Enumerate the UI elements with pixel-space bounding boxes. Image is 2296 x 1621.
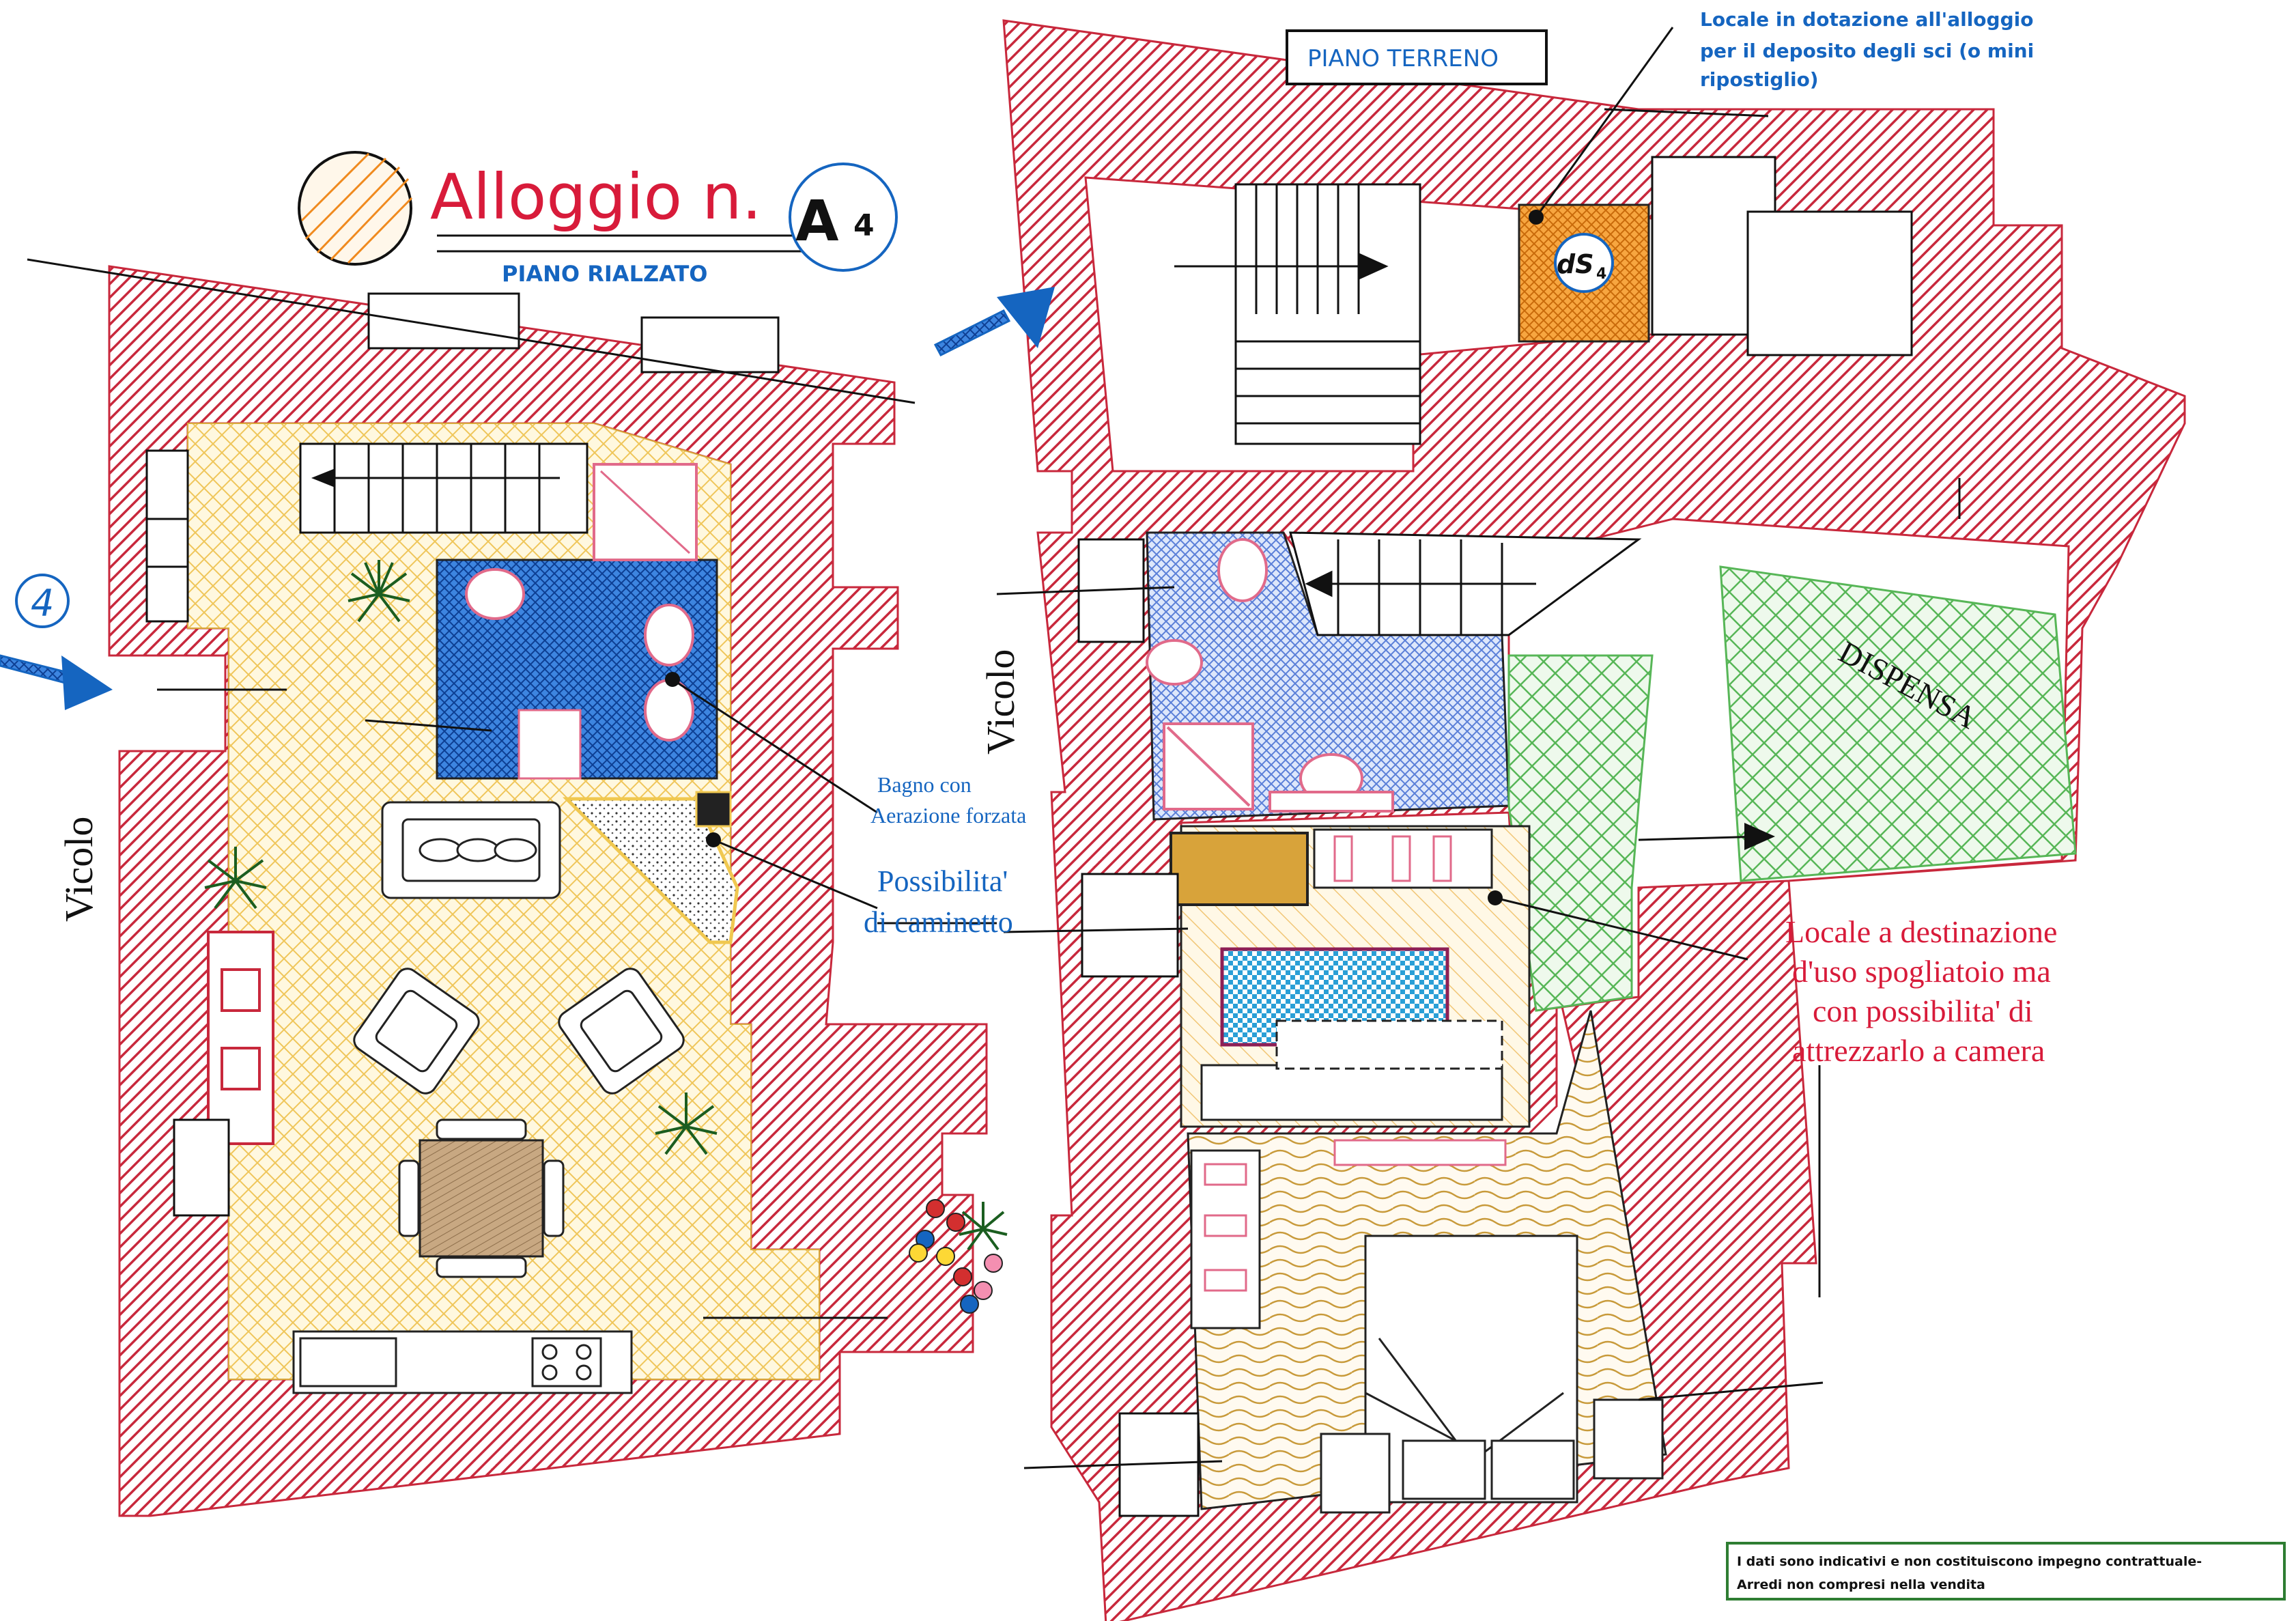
arrow-icon: [1744, 823, 1775, 850]
ground-rooms: [1651, 156, 1913, 356]
desk: [1200, 1064, 1503, 1121]
internal-staircase: [299, 442, 589, 534]
leader-lines: [27, 258, 997, 1319]
fireplace-icon: [695, 791, 732, 828]
svg-text:Possibilita': Possibilita': [877, 864, 1008, 898]
disclaimer-line-2: Arredi non compresi nella vendita: [1737, 1577, 1985, 1592]
ground-floor-label: PIANO TERRENO: [1307, 45, 1499, 72]
unit-number-circle: [789, 163, 898, 272]
dressing-room-note: Locale a destinazione d'uso spogliatoio …: [1785, 914, 2057, 1068]
entrance-number: 4: [31, 582, 54, 625]
entrance-arrow-icon: [61, 656, 113, 710]
plant-icon: [655, 1093, 718, 1155]
ground-floor-label-box: [1286, 29, 1548, 85]
svg-text:Locale a destinazione: Locale a destinazione: [1785, 914, 2057, 949]
bidet: [644, 604, 694, 666]
sofa: [381, 801, 561, 899]
entrance-marker: 4: [0, 574, 113, 710]
storage-tag-circle: [1554, 233, 1614, 293]
left-floor-plan: [27, 258, 1008, 1517]
dining-table: [398, 1118, 565, 1278]
armchair-left: [353, 968, 480, 1095]
title-block: Alloggio n. A 4 PIANO RIALZATO: [298, 151, 898, 287]
svg-text:attrezzarlo a camera: attrezzarlo a camera: [1792, 1033, 2045, 1068]
upper-staircase: [1289, 531, 1642, 636]
armchair-right: [558, 968, 685, 1095]
level-label: PIANO RIALZATO: [502, 261, 707, 287]
bath-cabinet: [518, 709, 582, 780]
plant-icon: [959, 1202, 1008, 1251]
pantry-floor: [1719, 565, 2077, 882]
ground-entrance-arrow-icon: [997, 287, 1055, 348]
ski-storage-room: [1518, 203, 1650, 343]
window-marks: [145, 292, 780, 1217]
svg-text:ripostiglio): ripostiglio): [1700, 68, 1819, 91]
ski-storage-note: Locale in dotazione all'alloggio per il …: [1700, 8, 2034, 91]
street-label-middle: Vicolo: [978, 649, 1023, 755]
shelving: [1313, 828, 1493, 889]
storage-tag: dS: [1557, 249, 1594, 279]
ground-entrance-marker: [933, 287, 1055, 356]
kitchen-counter: [292, 1330, 633, 1394]
washbasin: [465, 568, 525, 620]
svg-text:Locale in dotazione all'allogg: Locale in dotazione all'alloggio: [1700, 8, 2033, 31]
double-bed: [1320, 1235, 1664, 1514]
bedroom-wardrobe: [1190, 1149, 1261, 1329]
street-label-left: Vicolo: [57, 817, 101, 922]
svg-text:per il deposito degli sci (o m: per il deposito degli sci (o mini: [1700, 40, 2034, 62]
right-leader-lines: [996, 27, 1961, 1469]
plant-icon: [204, 847, 267, 910]
storage-tag-sub: 4: [1596, 266, 1606, 283]
bathroom-note: Bagno con Aerazione forzata: [870, 772, 1026, 828]
svg-text:Bagno con: Bagno con: [877, 772, 972, 797]
plant-icon: [348, 560, 410, 623]
svg-text:Aerazione forzata: Aerazione forzata: [870, 803, 1026, 828]
svg-text:di caminetto: di caminetto: [864, 905, 1013, 939]
ground-floor-staircase: [1174, 183, 1421, 445]
tv-cabinet: [207, 931, 274, 1145]
wardrobe: [1170, 832, 1309, 906]
unit-title-prefix: Alloggio n.: [430, 160, 762, 234]
unit-letter: A: [795, 189, 839, 254]
svg-text:con possibilita' di: con possibilita' di: [1813, 993, 2033, 1028]
fireplace-note: Possibilita' di caminetto: [864, 864, 1013, 939]
legend-swatch-icon: [298, 151, 412, 266]
svg-text:d'uso spogliatoio ma: d'uso spogliatoio ma: [1792, 954, 2051, 989]
unit-number: 4: [853, 208, 875, 243]
right-floor-plan: [996, 19, 2186, 1621]
balcony-flowers: [909, 1199, 1003, 1314]
fireplace-area: [562, 797, 739, 944]
disclaimer-line-1: I dati sono indicativi e non costituisco…: [1737, 1554, 2202, 1569]
upper-bath-fixtures: [1146, 538, 1394, 813]
disclaimer-box: I dati sono indicativi e non costituisco…: [1726, 1542, 2286, 1601]
